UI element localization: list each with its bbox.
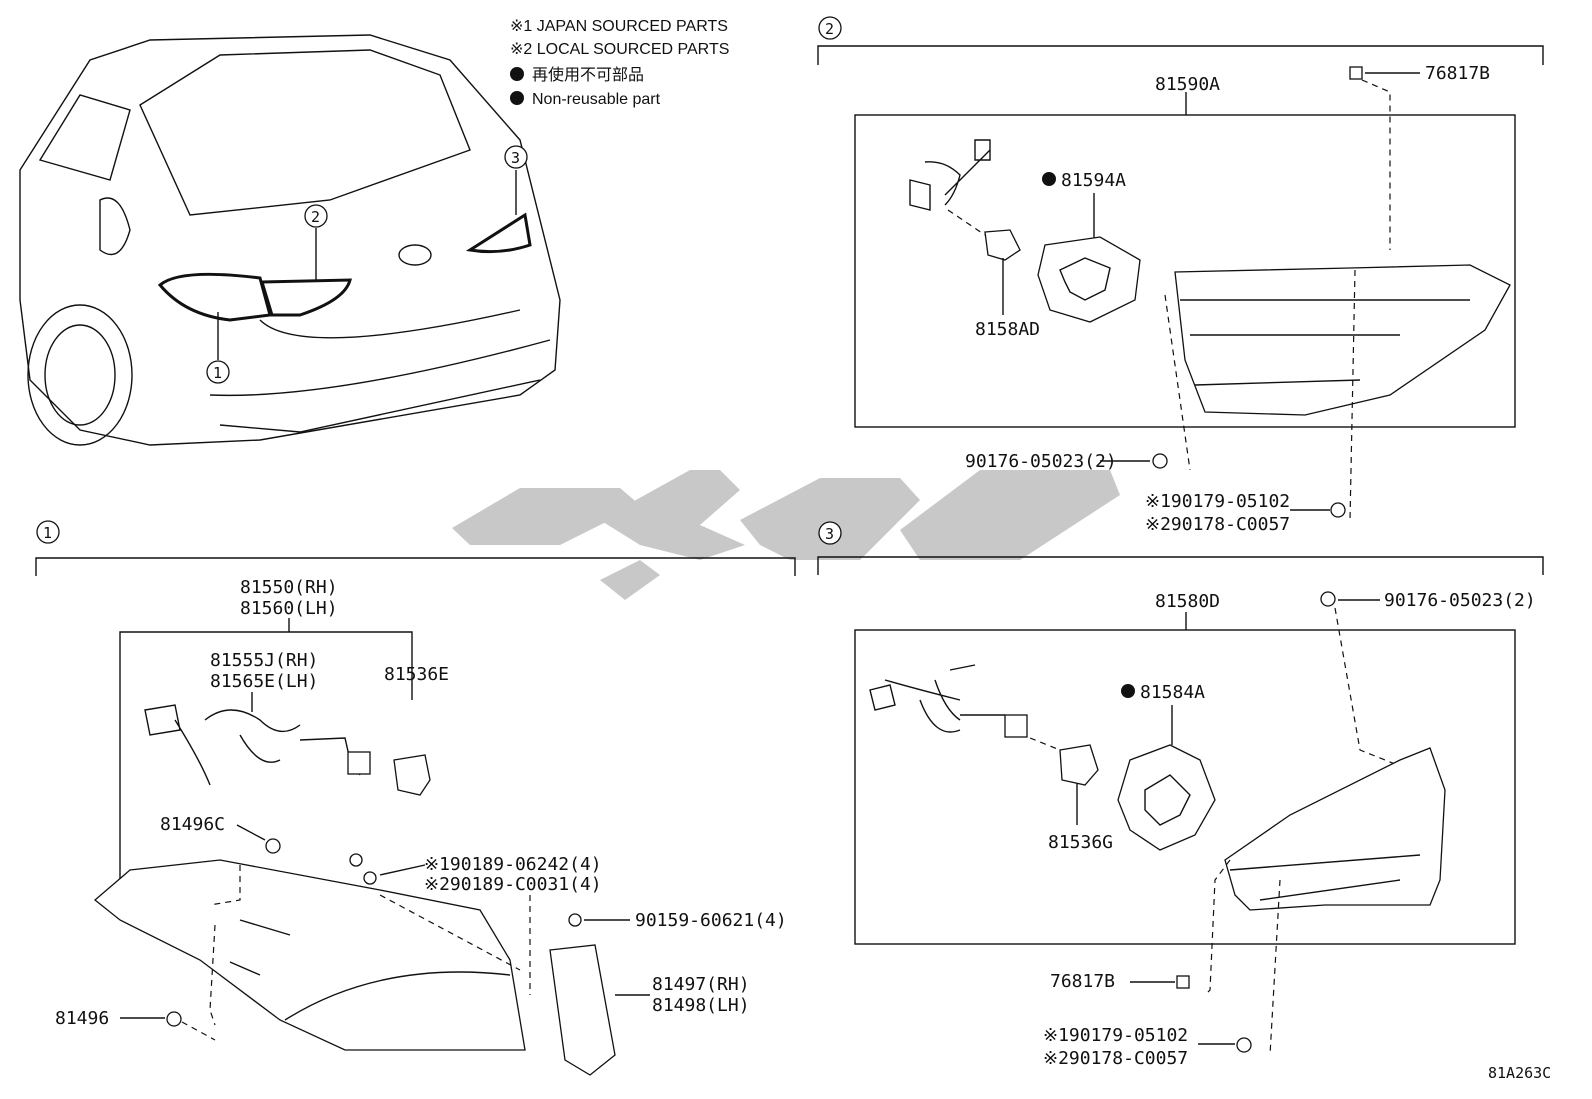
- part-8158AD: 8158AD: [975, 319, 1040, 340]
- note-japan-sourced: ※1 JAPAN SOURCED PARTS: [510, 18, 728, 35]
- clip-icon: [1176, 975, 1190, 989]
- nut-icon: [1330, 502, 1346, 518]
- part-81550-rh: 81550(RH): [240, 577, 338, 598]
- bolt-icon: [363, 871, 377, 885]
- assembly-box-81590A: [854, 114, 1516, 428]
- part-90189-06242: ※190189-06242(4): [424, 854, 602, 875]
- note-nonreusable-jp: 再使用不可部品: [532, 66, 644, 84]
- part-81496C: 81496C: [160, 814, 225, 835]
- part-81536G: 81536G: [1048, 832, 1113, 853]
- tail-lamp-outline-2: [259, 278, 352, 317]
- tail-lamp-outline-1: [157, 272, 272, 322]
- part-81584A: 81584A: [1140, 682, 1205, 703]
- socket-81536G-icon: [1059, 744, 1099, 786]
- gasket-81594A-icon: [1037, 236, 1141, 323]
- callout-2-car: 2: [304, 204, 328, 228]
- part-90178-C0057: ※290178-C0057: [1145, 514, 1290, 535]
- part-81590A: 81590A: [1155, 74, 1220, 95]
- section-2-marker: [818, 16, 842, 40]
- diagram-code: 81A263C: [1488, 1064, 1551, 1082]
- part-90189-C0031: ※290189-C0031(4): [424, 874, 602, 895]
- callout-3-car: 3: [504, 145, 528, 169]
- retainer-icon: [166, 1011, 182, 1027]
- part-81580D: 81580D: [1155, 591, 1220, 612]
- section-1: 1 81550(RH) 81560(LH) 81555J(RH) 81565E(…: [35, 520, 796, 1076]
- wiring-harness-icon: [869, 664, 1005, 733]
- svg-text:1: 1: [213, 364, 222, 382]
- svg-text:3: 3: [511, 149, 520, 167]
- part-81496: 81496: [55, 1008, 109, 1029]
- bolt-icon: [349, 853, 363, 867]
- part-90178-C0057-s3: ※290178-C0057: [1043, 1048, 1188, 1069]
- part-90176-05023-s3: 90176-05023(2): [1384, 590, 1536, 611]
- bracket-81497-icon: [549, 944, 616, 1076]
- svg-text:2: 2: [311, 208, 320, 226]
- non-reusable-dot-icon: [510, 67, 524, 81]
- section-3: 3 81580D 90176-05023(2) 81536G 81584A 76…: [817, 521, 1544, 1069]
- part-76817B: 76817B: [1425, 63, 1490, 84]
- socket-8158AD-icon: [984, 229, 1021, 261]
- part-81565E-lh: 81565E(LH): [210, 671, 318, 692]
- tail-lamp-outline-3: [465, 212, 532, 254]
- screw-icon: [568, 913, 582, 927]
- section-3-marker: [818, 521, 842, 545]
- bulb-socket-81536E-icon: [393, 754, 431, 796]
- svg-text:3: 3: [825, 525, 834, 543]
- part-90159-60621: 90159-60621(4): [635, 910, 787, 931]
- tail-lamp-81590A-icon: [1174, 264, 1511, 416]
- gasket-81584A-icon: [1117, 744, 1216, 851]
- part-81536E: 81536E: [384, 664, 449, 685]
- car-rear-overview: [19, 34, 561, 446]
- clip-icon: [1349, 66, 1363, 80]
- watermark-logo: [452, 470, 1120, 600]
- wiring-harness-icon: [909, 139, 991, 211]
- part-90179-05102-s3: ※190179-05102: [1043, 1025, 1188, 1046]
- svg-text:2: 2: [825, 20, 834, 38]
- non-reusable-dot-icon: [1042, 172, 1056, 186]
- part-81498-lh: 81498(LH): [652, 995, 750, 1016]
- svg-text:1: 1: [43, 524, 52, 542]
- connector-icon: [347, 751, 371, 775]
- part-90179-05102: ※190179-05102: [1145, 491, 1290, 512]
- connector-icon: [1004, 714, 1028, 738]
- section-2: 2 81590A 76817B 8158AD 81594A 90176-0502…: [817, 16, 1544, 535]
- tail-lamp-81580D-icon: [1224, 747, 1446, 911]
- section-1-marker: [36, 520, 60, 544]
- retainer-icon: [265, 838, 281, 854]
- part-81555J-rh: 81555J(RH): [210, 650, 318, 671]
- non-reusable-dot-icon: [1121, 684, 1135, 698]
- legend-notes: ※1 JAPAN SOURCED PARTS ※2 LOCAL SOURCED …: [510, 18, 729, 108]
- screw-icon: [1152, 453, 1168, 469]
- part-76817B-s3: 76817B: [1050, 971, 1115, 992]
- part-81560-lh: 81560(LH): [240, 598, 338, 619]
- note-local-sourced: ※2 LOCAL SOURCED PARTS: [510, 41, 729, 58]
- assembly-box-81580D: [854, 629, 1516, 945]
- screw-icon: [1320, 591, 1336, 607]
- tail-lamp-81550-icon: [93, 859, 526, 1051]
- nut-icon: [1236, 1037, 1252, 1053]
- callout-1-car: 1: [206, 360, 230, 384]
- part-81497-rh: 81497(RH): [652, 974, 750, 995]
- part-81594A: 81594A: [1061, 170, 1126, 191]
- non-reusable-dot-icon: [510, 91, 524, 105]
- part-90176-05023: 90176-05023(2): [965, 451, 1117, 472]
- wiring-harness-icon: [144, 704, 361, 786]
- note-nonreusable-en: Non-reusable part: [532, 91, 661, 108]
